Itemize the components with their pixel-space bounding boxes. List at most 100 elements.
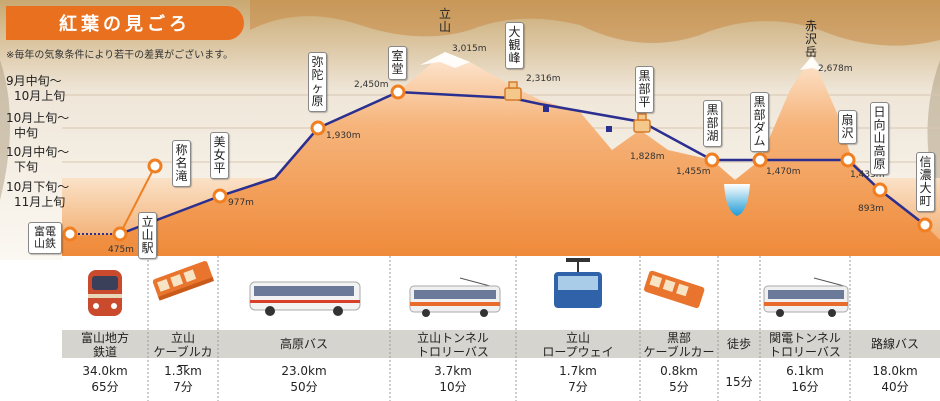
transport-name-line: ロープウェイ <box>542 345 614 359</box>
disclaimer-note: ※毎年の気象条件により若干の差異がございます。 <box>6 50 234 61</box>
elevation-label: 2,316m <box>526 74 561 84</box>
season-label-line: 下旬 <box>14 160 39 174</box>
station-label: 立山駅 <box>138 212 157 259</box>
station-label: 扇沢 <box>838 110 857 144</box>
transport-name-line: トロリーバス <box>769 345 841 359</box>
transport-name-line: 富山地方 <box>80 331 129 345</box>
station-label: 室堂 <box>388 46 407 80</box>
station-label: 富電 山鉄 <box>28 222 62 254</box>
peak-elevation: 3,015m <box>452 44 487 54</box>
transport-distance: 23.0km <box>281 364 327 378</box>
node <box>310 120 326 136</box>
season-label-line: 10月中旬〜 <box>6 145 70 159</box>
station-label: 弥陀ヶ原 <box>308 52 327 112</box>
ropeway-marker <box>606 126 612 132</box>
station-label: 黒部湖 <box>703 100 722 147</box>
train-icon <box>88 270 122 316</box>
page-title: 紅葉の見ごろ <box>6 6 244 40</box>
transport-name: 路線バス <box>850 337 940 351</box>
elevation-label: 1,470m <box>766 167 801 177</box>
node <box>62 226 78 242</box>
transport-time: 5分 <box>669 380 689 394</box>
station-label: 美女平 <box>210 132 229 179</box>
season-label: 10月下旬〜11月上旬 <box>6 180 69 210</box>
snow-cap <box>800 56 824 72</box>
foliage-right <box>927 60 940 210</box>
transport-distance-time: 15分 <box>718 374 760 390</box>
branch-line <box>119 165 156 235</box>
season-label-line: 11月上旬 <box>14 195 66 209</box>
transport-name-line: 鉄道 <box>92 345 117 359</box>
ropeway-icon <box>554 258 602 308</box>
season-label-line: 9月中旬〜 <box>6 74 62 88</box>
elevation-label: 1,455m <box>676 167 711 177</box>
transport-time: 50分 <box>290 380 318 394</box>
transport-distance-time: 23.0km 50分 <box>218 363 390 395</box>
node <box>390 84 406 100</box>
transport-time: 7分 <box>173 380 193 394</box>
station-label: 称名滝 <box>172 140 191 187</box>
transport-name: 徒歩 <box>718 337 760 351</box>
season-label: 9月中旬〜10月上旬 <box>6 74 65 104</box>
peak-elevation: 2,678m <box>818 64 853 74</box>
cable-car-icon <box>152 261 215 301</box>
transport-distance-time: 6.1km 16分 <box>760 363 850 395</box>
transport-distance: 6.1km <box>786 364 824 378</box>
season-label-line: 10月下旬〜 <box>6 180 70 194</box>
season-label: 10月上旬〜中旬 <box>6 111 69 141</box>
transport-name: 関電トンネルトロリーバス <box>760 331 850 359</box>
transport-name: 立山トンネルトロリーバス <box>390 331 516 359</box>
station-label: 黒部ダム <box>750 92 769 152</box>
transport-name-line: 高原バス <box>279 337 328 351</box>
node <box>917 217 933 233</box>
transport-distance: 34.0km <box>82 364 128 378</box>
node <box>872 182 888 198</box>
transport-name-line: 関電トンネル <box>769 331 841 345</box>
node <box>752 152 768 168</box>
kurobe-lake <box>724 184 750 216</box>
peak-name: 立山 <box>438 7 451 34</box>
ropeway-marker <box>543 106 549 112</box>
node <box>147 158 163 174</box>
transport-distance-time: 34.0km 65分 <box>62 363 148 395</box>
transport-distance-time: 1.3km 7分 <box>148 363 218 395</box>
elevation-label: 2,450m <box>354 80 389 90</box>
transport-time: 16分 <box>791 380 819 394</box>
transport-name-row <box>62 330 940 358</box>
station-label: 大観峰 <box>505 22 524 69</box>
transport-name-line: 立山 <box>565 331 590 345</box>
foliage <box>0 0 940 46</box>
node <box>212 188 228 204</box>
transport-time: 65分 <box>91 380 119 394</box>
transport-name-line: 黒部 <box>666 331 691 345</box>
node <box>704 152 720 168</box>
station-label: 日向山高原 <box>870 102 889 175</box>
transport-name-line: 立山 <box>170 331 195 345</box>
transport-time: 7分 <box>568 380 588 394</box>
elevation-label: 475m <box>108 245 134 255</box>
transport-time: 40分 <box>881 380 909 394</box>
transport-name-line: ケーブルカー <box>643 345 715 359</box>
station-building-icon <box>633 113 651 133</box>
route-nodes <box>62 84 933 242</box>
elevation-label: 977m <box>228 198 254 208</box>
transport-name: 黒部ケーブルカー <box>640 331 718 359</box>
station-building-icon <box>504 81 522 101</box>
transport-name-line: トロリーバス <box>417 345 489 359</box>
season-label: 10月中旬〜下旬 <box>6 145 69 175</box>
transport-time: 15分 <box>725 375 753 389</box>
transport-name: 立山ロープウェイ <box>516 331 640 359</box>
trolley-bus-icon <box>409 277 501 317</box>
foliage-left <box>0 60 10 200</box>
bus-icon <box>249 281 361 316</box>
transport-distance: 1.3km <box>164 364 202 378</box>
station-label: 黒部平 <box>635 66 654 113</box>
elevation-label: 1,828m <box>630 152 665 162</box>
transport-time: 10分 <box>439 380 467 394</box>
season-label-line: 10月上旬〜 <box>6 111 70 125</box>
trolley-bus-icon <box>763 277 849 317</box>
